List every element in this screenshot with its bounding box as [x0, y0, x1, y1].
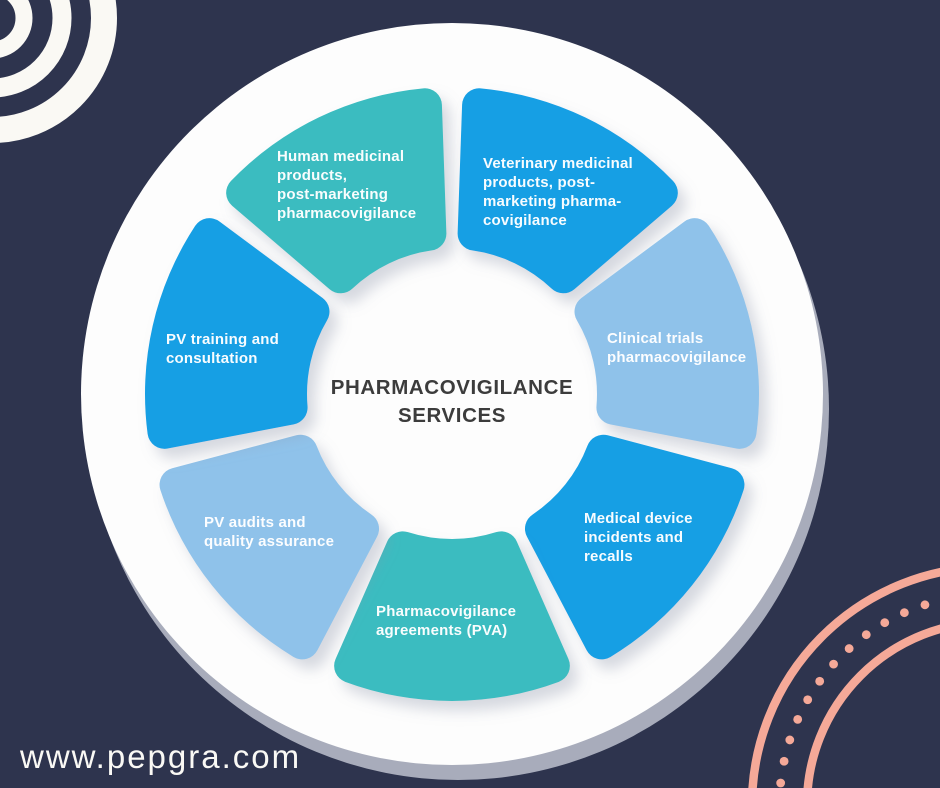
wheel-segment-2: [574, 218, 760, 449]
segment-label-pharmacovigilance-agreements: Pharmacovigilance agreements (PVA): [376, 603, 517, 639]
segment-label-pv-training: PV training and consultation: [166, 331, 280, 367]
wheel-segment-1: [457, 88, 678, 294]
wheel-segment-0: [226, 88, 447, 294]
wheel-segment-3: [524, 434, 745, 660]
segment-label-human-medicinal-products: Human medicinal products, post-marketing…: [277, 148, 417, 222]
segment-label-clinical-trials: Clinical trials pharmacovigilance: [607, 330, 747, 366]
segment-label-pv-audits: PV audits and quality assurance: [204, 514, 335, 550]
top-left-arcs-decoration: [0, 0, 117, 143]
segment-label-medical-device-incidents: Medical device incidents and recalls: [584, 510, 693, 565]
wheel-segment-5: [159, 434, 380, 660]
wheel-segment-6: [144, 218, 330, 449]
bottom-right-rings-decoration: [748, 568, 940, 788]
wheel-segment-4: [334, 531, 570, 701]
website-url: www.pepgra.com: [20, 738, 302, 775]
segment-label-veterinary-medicinal-products: Veterinary medicinal products, post- mar…: [483, 155, 633, 229]
wheel-center-title: PHARMACOVIGILANCE SERVICES: [330, 376, 574, 427]
